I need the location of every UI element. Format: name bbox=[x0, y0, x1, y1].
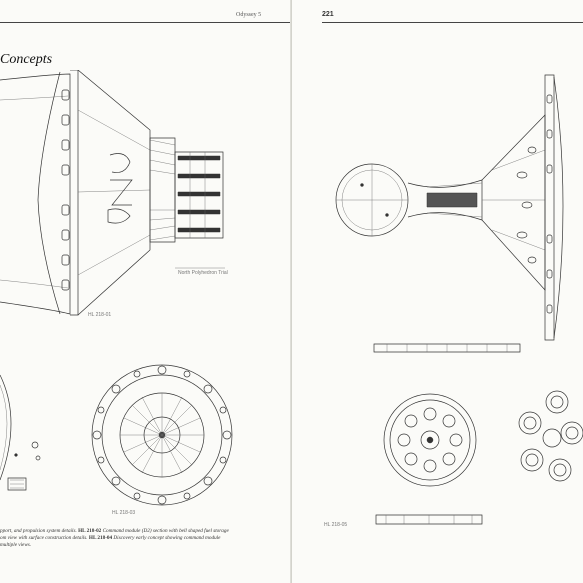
plan-rim-ports bbox=[93, 366, 231, 504]
elevation-strip-drawing bbox=[372, 340, 522, 360]
figure-label-plan: HL 218-03 bbox=[112, 510, 136, 516]
header-rule bbox=[0, 22, 291, 23]
hatched-panels bbox=[150, 138, 175, 242]
left-page: Odyssey 5 Concepts bbox=[0, 0, 291, 583]
figure-label-main: HL 218-01 bbox=[88, 312, 112, 318]
partial-detail-drawing bbox=[0, 360, 60, 500]
right-page: 221 bbox=[292, 0, 583, 583]
scale-note: North Polyhedron Trial bbox=[178, 270, 228, 276]
running-head: Odyssey 5 bbox=[236, 12, 262, 18]
book-gutter bbox=[290, 0, 293, 583]
page-number: 221 bbox=[322, 11, 334, 18]
bottom-strip-drawing bbox=[374, 512, 484, 528]
rim-port-windows bbox=[62, 90, 69, 290]
cone-port-windows bbox=[517, 147, 536, 263]
capsule-side-elevation-drawing bbox=[0, 70, 291, 330]
d2-hull-marking bbox=[108, 154, 132, 224]
figure-label-bottom: HL 218-05 bbox=[324, 522, 348, 528]
propulsion-module bbox=[175, 152, 223, 238]
discovery-concept-side-view-drawing bbox=[332, 55, 583, 345]
header-rule bbox=[322, 22, 583, 23]
capsule-plan-view-drawing bbox=[82, 360, 242, 510]
figure-caption: pport, and propulsion system details. HL… bbox=[0, 528, 229, 549]
rosette-bottom-view-drawing bbox=[380, 390, 480, 490]
section-title: Concepts bbox=[0, 52, 53, 67]
thruster-cluster-drawing bbox=[512, 388, 583, 498]
shield-rim-ports bbox=[547, 95, 552, 313]
